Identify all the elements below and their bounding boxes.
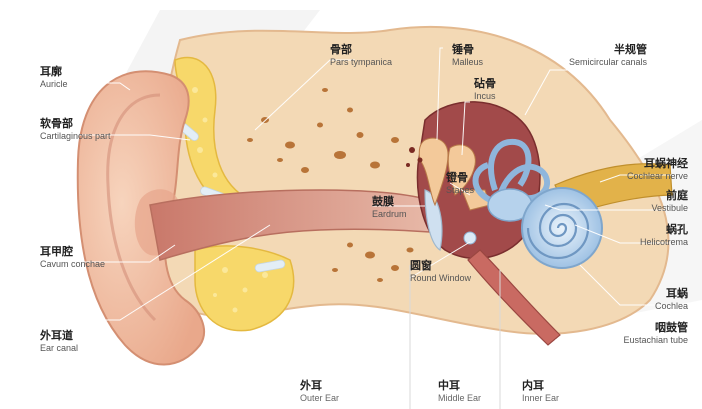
label-zh: 前庭 [651,190,688,203]
label-zh: 砧骨 [474,78,496,91]
section-zh: 外耳 [300,380,339,393]
label-zh: 外耳道 [40,330,78,343]
label-auricle: 耳廓 Auricle [40,66,68,89]
label-pars-tympanica: 骨部 Pars tympanica [330,44,392,67]
label-en: Auricle [40,79,68,89]
label-zh: 圆窗 [410,260,471,273]
section-outer-ear: 外耳 Outer Ear [300,380,339,403]
label-semicircular-canals: 半规管 Semicircular canals [569,44,647,67]
label-zh: 镫骨 [446,172,474,185]
label-cavum-conchae: 耳甲腔 Cavum conchae [40,246,105,269]
label-en: Helicotrema [640,237,688,247]
label-en: Eardrum [372,209,407,219]
label-eustachian-tube: 咽鼓管 Eustachian tube [623,322,688,345]
label-zh: 半规管 [569,44,647,57]
label-en: Semicircular canals [569,57,647,67]
section-en: Outer Ear [300,393,339,403]
cochlea [522,188,602,268]
section-en: Inner Ear [522,393,559,403]
label-en: Cartilaginous part [40,131,111,141]
label-en: Vestibule [651,203,688,213]
label-en: Round Window [410,273,471,283]
label-en: Eustachian tube [623,335,688,345]
label-zh: 鼓膜 [372,196,407,209]
label-malleus: 锤骨 Malleus [452,44,483,67]
label-zh: 耳廓 [40,66,68,79]
label-helicotrema: 蜗孔 Helicotrema [640,224,688,247]
section-zh: 中耳 [438,380,481,393]
label-zh: 骨部 [330,44,392,57]
label-cochlea: 耳蜗 Cochlea [655,288,688,311]
label-incus: 砧骨 Incus [474,78,496,101]
label-cartilaginous-part: 软骨部 Cartilaginous part [40,118,111,141]
label-zh: 软骨部 [40,118,111,131]
label-en: Cochlea [655,301,688,311]
label-en: Malleus [452,57,483,67]
label-en: Incus [474,91,496,101]
label-eardrum: 鼓膜 Eardrum [372,196,407,219]
label-stapes: 镫骨 Stapes [446,172,474,195]
label-zh: 咽鼓管 [623,322,688,335]
section-en: Middle Ear [438,393,481,403]
label-zh: 耳蜗神经 [627,158,688,171]
section-middle-ear: 中耳 Middle Ear [438,380,481,403]
label-zh: 锤骨 [452,44,483,57]
label-vestibule: 前庭 Vestibule [651,190,688,213]
label-cochlear-nerve: 耳蜗神经 Cochlear nerve [627,158,688,181]
label-round-window: 圆窗 Round Window [410,260,471,283]
section-inner-ear: 内耳 Inner Ear [522,380,559,403]
label-zh: 耳甲腔 [40,246,105,259]
section-zh: 内耳 [522,380,559,393]
label-en: Cavum conchae [40,259,105,269]
label-en: Cochlear nerve [627,171,688,181]
label-en: Stapes [446,185,474,195]
label-zh: 耳蜗 [655,288,688,301]
label-en: Pars tympanica [330,57,392,67]
label-en: Ear canal [40,343,78,353]
label-ear-canal: 外耳道 Ear canal [40,330,78,353]
label-zh: 蜗孔 [640,224,688,237]
